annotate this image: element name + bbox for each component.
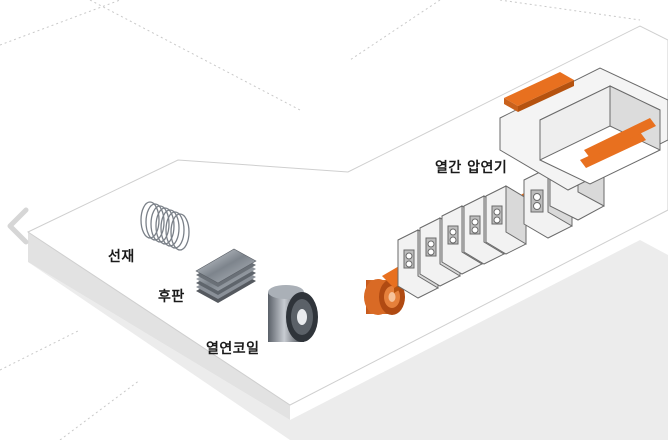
platform-side (28, 232, 290, 420)
chevron-left-icon (7, 207, 29, 245)
hot-coil-label: 열연코일 (206, 341, 260, 357)
thick-plate-graphic (195, 248, 257, 303)
prev-button[interactable] (2, 204, 34, 248)
wire-rod-graphic (140, 201, 190, 251)
hot-rolling-mill-label: 열간 압연기 (435, 160, 508, 176)
hot-coil-graphic (268, 285, 318, 342)
wire-rod-label: 선재 (108, 249, 135, 265)
platform-shadow (28, 240, 668, 440)
rolling-stands (397, 153, 605, 299)
slab-graphic (504, 72, 574, 112)
thick-plate-label: 후판 (158, 289, 185, 305)
